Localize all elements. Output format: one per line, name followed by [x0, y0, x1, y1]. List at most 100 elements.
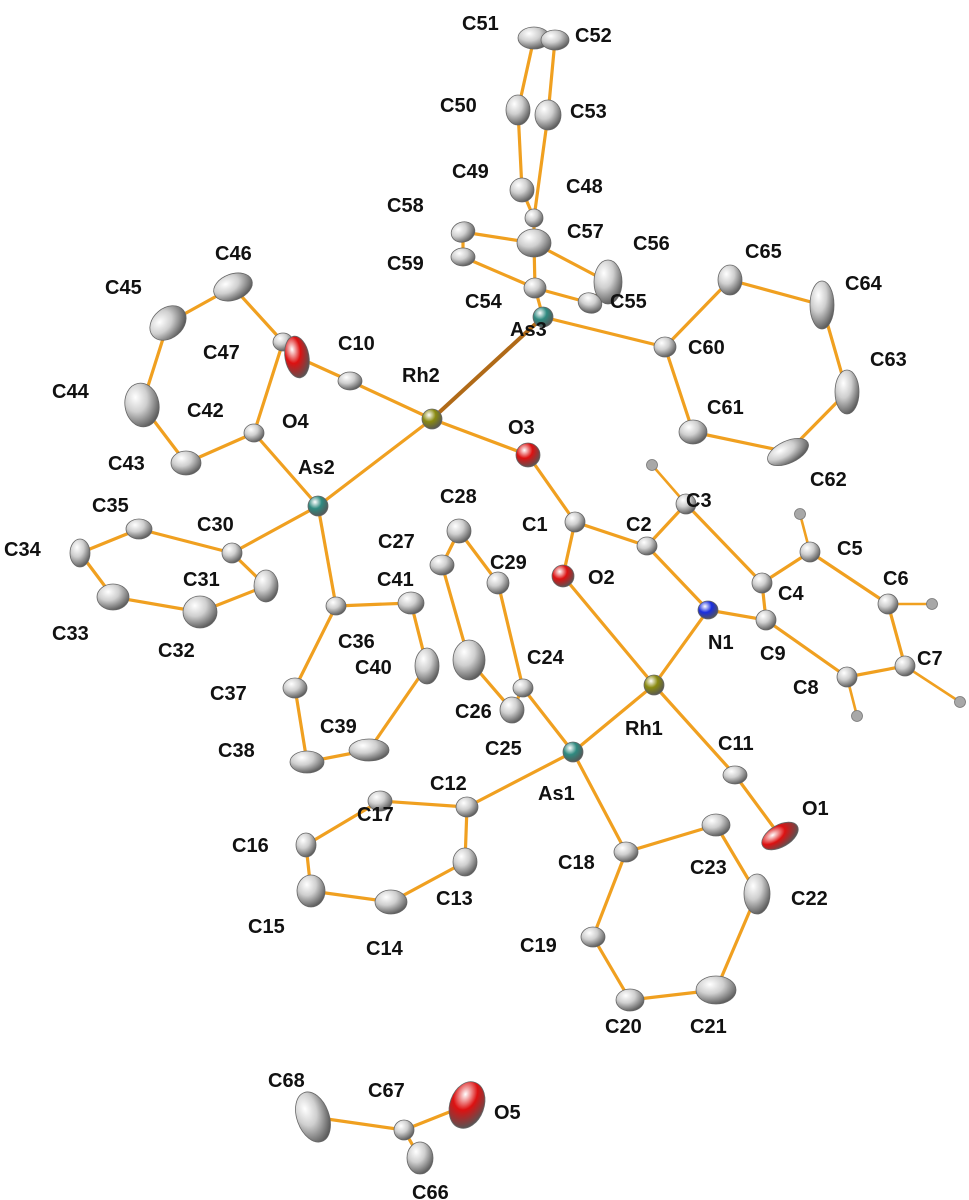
atom-label-c15: C15 [248, 916, 285, 938]
bond-c19-c18 [591, 850, 628, 939]
bond-as2-c30 [230, 504, 320, 555]
atom-c57 [516, 228, 552, 258]
atom-c3 [675, 493, 697, 515]
atom-label-n1: N1 [708, 632, 734, 654]
atom-c17 [367, 790, 393, 812]
bond-c60-c65 [663, 278, 732, 349]
atom-label-c36: C36 [338, 631, 375, 653]
atom-label-c8: C8 [793, 677, 819, 699]
atom-label-c26: C26 [455, 701, 492, 723]
atom-c63 [834, 369, 860, 415]
atom-label-c65: C65 [745, 241, 782, 263]
atom-label-c59: C59 [387, 253, 424, 275]
atom-o4 [284, 335, 310, 379]
bond-as2-c36 [316, 504, 338, 608]
bond-o2-rh1 [561, 574, 656, 687]
atom-label-c61: C61 [707, 397, 744, 419]
bond-c6-c7 [886, 602, 907, 668]
atom-as1 [562, 741, 584, 763]
atom-c18 [613, 841, 639, 863]
atom-label-c29: C29 [490, 552, 527, 574]
atom-label-c28: C28 [440, 486, 477, 508]
atom-c19 [580, 926, 606, 948]
atom-c39 [348, 738, 390, 762]
atom-label-c24: C24 [527, 647, 565, 669]
bond-c30-c35 [137, 527, 234, 555]
atom-c65 [717, 264, 743, 296]
hydrogen-atom-on-c3 [646, 459, 658, 471]
atom-label-c20: C20 [605, 1016, 642, 1038]
atom-label-c49: C49 [452, 161, 489, 183]
atom-c12 [455, 796, 479, 818]
atom-c43 [170, 450, 202, 476]
hydrogen-atom-on-c5 [794, 508, 806, 520]
bond-n1-rh1 [652, 608, 710, 687]
atom-label-as3: As3 [510, 319, 547, 341]
atom-label-c58: C58 [387, 195, 424, 217]
atom-label-rh1: Rh1 [625, 718, 663, 740]
atom-c41 [397, 591, 425, 615]
atom-c64 [809, 280, 835, 330]
atom-c28 [446, 518, 472, 544]
atom-c14 [374, 889, 408, 915]
atom-c38 [289, 750, 325, 774]
atom-label-c66: C66 [412, 1182, 449, 1200]
atom-c4 [751, 572, 773, 594]
atom-c25 [499, 696, 525, 724]
bond-c20-c19 [591, 935, 632, 1002]
atom-c53 [534, 99, 562, 131]
atom-c20 [615, 988, 645, 1012]
bond-rh2-o3 [430, 417, 530, 457]
atom-label-c21: C21 [690, 1016, 727, 1038]
atom-c45 [149, 305, 187, 341]
atom-label-c51: C51 [462, 13, 499, 35]
bond-c42-c47 [252, 340, 285, 435]
atom-label-c53: C53 [570, 101, 607, 123]
atom-label-c6: C6 [883, 568, 909, 590]
hydrogen-atom-on-c6 [926, 598, 938, 610]
atom-c66 [406, 1141, 434, 1175]
atom-c21 [695, 975, 737, 1005]
bond-c62-c61 [691, 430, 790, 454]
atom-c56 [593, 259, 623, 305]
atom-label-c2: C2 [626, 514, 652, 536]
atom-label-c44: C44 [52, 381, 90, 403]
atom-c8 [836, 666, 858, 688]
atom-label-c68: C68 [268, 1070, 305, 1092]
atom-as3 [532, 306, 554, 328]
bond-c65-c64 [728, 278, 824, 307]
atom-c5 [799, 541, 821, 563]
bond-c1-c2 [573, 520, 649, 548]
atom-label-c56: C56 [633, 233, 670, 255]
atom-c1 [564, 511, 586, 533]
atom-label-c38: C38 [218, 740, 255, 762]
atom-label-c54: C54 [465, 291, 503, 313]
atom-label-o4: O4 [282, 411, 310, 433]
bond-as3-rh2 [430, 315, 545, 421]
atom-as2 [307, 495, 329, 517]
atom-c31 [253, 569, 279, 603]
bond-c61-c60 [663, 345, 695, 434]
atom-label-c33: C33 [52, 623, 89, 645]
atom-o5 [448, 1081, 486, 1129]
atom-c9 [755, 609, 777, 631]
atom-label-c52: C52 [575, 25, 612, 47]
atom-n1 [697, 600, 719, 620]
bond-c11-o1 [733, 773, 782, 838]
atom-label-o2: O2 [588, 567, 615, 589]
atom-c23 [701, 813, 731, 837]
atom-label-c62: C62 [810, 469, 847, 491]
atom-c13 [452, 847, 478, 877]
hydrogen-atom-on-c7 [954, 696, 966, 708]
atom-c60 [653, 336, 677, 358]
bond-c42-as2 [252, 431, 320, 508]
atom-c37 [282, 677, 308, 699]
atom-layer [69, 26, 916, 1175]
bond-o3-c1 [526, 453, 577, 524]
bond-c3-c4 [684, 502, 764, 585]
atom-label-c19: C19 [520, 935, 557, 957]
atom-label-c39: C39 [320, 716, 357, 738]
atom-label-c25: C25 [485, 738, 522, 760]
atom-label-c9: C9 [760, 643, 786, 665]
